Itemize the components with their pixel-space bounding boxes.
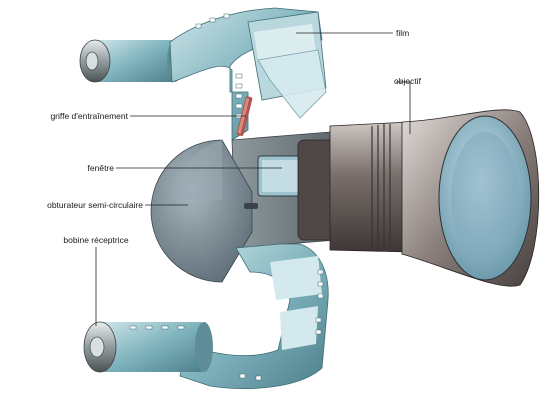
label-fenetre: fenêtre	[88, 163, 115, 173]
take-up-reel	[83, 321, 213, 373]
supply-reel	[79, 39, 183, 83]
leader-lines	[95, 32, 411, 326]
label-bobine: bobine réceptrice	[63, 235, 128, 245]
semicircular-shutter	[150, 139, 258, 283]
film-strip-lower	[179, 243, 329, 389]
label-film: film	[396, 28, 409, 38]
film-direction-arrow	[257, 49, 327, 119]
projection-lens	[297, 109, 540, 287]
label-obturateur: obturateur semi-circulaire	[47, 200, 143, 210]
label-griffe: griffe d'entraînement	[50, 111, 128, 121]
label-objectif: objectif	[394, 76, 422, 86]
